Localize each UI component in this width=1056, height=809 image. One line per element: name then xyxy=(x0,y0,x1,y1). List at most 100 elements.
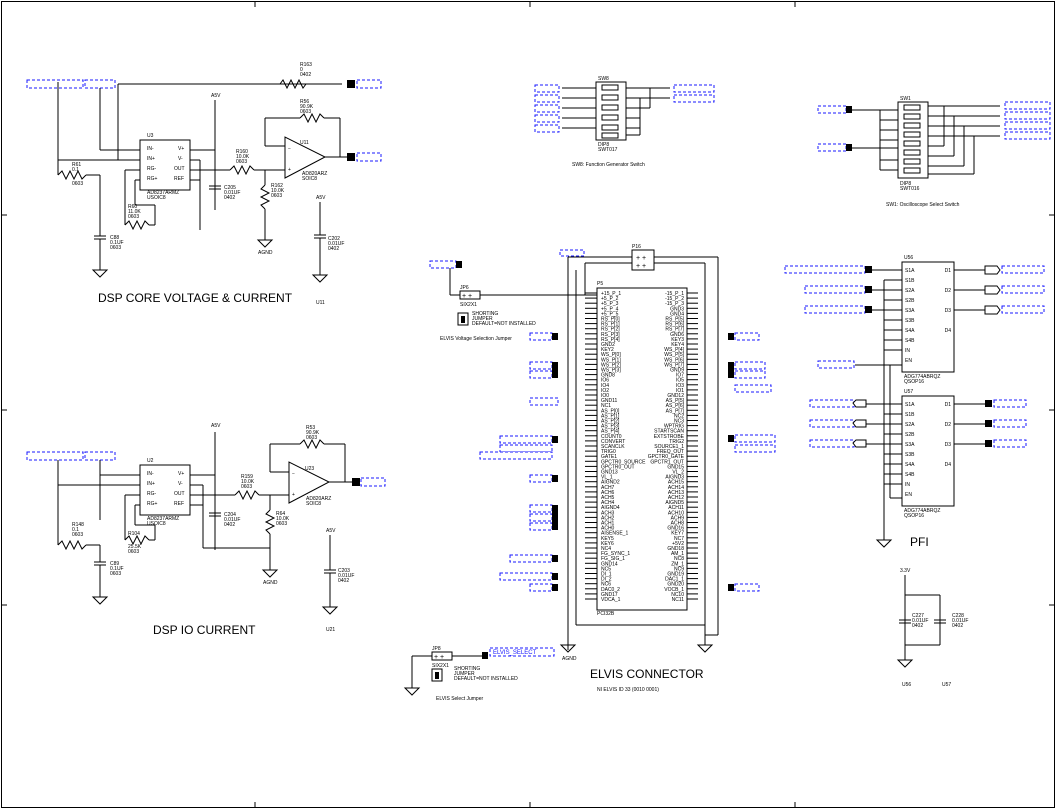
sw1-dip xyxy=(897,101,929,179)
p5-right-pin: GND18 xyxy=(667,546,684,552)
pfi-right-pin: D3 xyxy=(945,442,952,448)
r60-ref: R60 xyxy=(128,204,137,210)
p5-left-pin: AIGND2 xyxy=(601,480,620,486)
u57-part: ADG774ABRQZ xyxy=(904,508,940,514)
gnd-c88 xyxy=(91,269,109,278)
p5-left-pin: RS_P[1] xyxy=(601,322,620,328)
net-flag xyxy=(993,399,1027,408)
p5-left-pin: AS_P[2] xyxy=(601,419,620,425)
p5-left-pin: KEY6 xyxy=(601,541,614,547)
core-u11-ref: U11 xyxy=(316,300,325,306)
r56-val: 90.9K xyxy=(300,104,314,110)
net-flag xyxy=(804,305,866,314)
svg-text:RG-: RG- xyxy=(147,166,157,172)
u23-part: AD820ARZ xyxy=(306,496,331,502)
pfi-left-pin: S2A xyxy=(905,422,915,428)
pfi-left-pin: S3A xyxy=(905,442,915,448)
p5-left-pin: DAC0_2 xyxy=(601,587,620,593)
u23-pkg: SOIC8 xyxy=(306,501,321,507)
elvis-left-nets xyxy=(479,332,559,592)
pfi-title: PFI xyxy=(910,535,929,549)
p5-right-pin: NC8 xyxy=(674,556,684,562)
r53-pkg: 0603 xyxy=(306,435,317,441)
r61-val: 0.1 xyxy=(72,167,79,173)
u11-part: AD820ARZ xyxy=(302,171,327,177)
p5-left-pin: WS_P[0] xyxy=(601,352,621,358)
net-flag xyxy=(1004,111,1051,120)
pfi-right-pin: D4 xyxy=(945,462,952,468)
p5-left-pin: AS_P[0] xyxy=(601,408,620,414)
sw8-part2: SWT017 xyxy=(598,147,618,153)
c88-ref: C88 xyxy=(110,235,119,241)
p5-left-pin: RS_P[2] xyxy=(601,327,620,333)
r159-ref: R159 xyxy=(241,474,253,480)
c204-val: 0.01UF xyxy=(224,517,240,523)
svg-text:+: + xyxy=(288,167,291,173)
net-flag-core-in xyxy=(26,79,84,89)
net-flag xyxy=(673,94,715,103)
pfi-right-pin: D1 xyxy=(945,268,952,274)
net-flag xyxy=(817,105,847,114)
p5-left-pin: ACH5 xyxy=(601,495,615,501)
svg-text:REF: REF xyxy=(174,176,184,182)
pfi-left-pin: S4B xyxy=(905,338,915,344)
p5-right-pin: -15_P_1 xyxy=(665,291,684,297)
net-terminal xyxy=(347,80,355,88)
p5-left-pin: CONVERT xyxy=(601,439,625,445)
net-flag xyxy=(817,143,847,152)
p5-left-pin: GPCTR0_SOURCE xyxy=(601,459,646,465)
net-flag-vcore xyxy=(356,79,382,89)
p5-right-pin: FREQ_OUT xyxy=(657,449,684,455)
u56-pkg: QSOP16 xyxy=(904,379,924,385)
p5-right-pin: NC10 xyxy=(671,592,684,598)
p5-right-pin: KEY3 xyxy=(671,337,684,343)
p5-left-pin: +5_P_4 xyxy=(601,306,619,312)
r60-symbol xyxy=(124,219,150,231)
r56-pkg: 0603 xyxy=(300,109,311,115)
p5-left-pin: +15_P_1 xyxy=(601,291,621,297)
p5-left-pin: AS_P[4] xyxy=(601,429,620,435)
r64-pkg: 0603 xyxy=(276,521,287,527)
net-flag xyxy=(534,84,560,93)
u23-opamp xyxy=(288,461,331,504)
pfi-left-pin: IN xyxy=(905,348,910,354)
r64-val: 10.0K xyxy=(276,516,290,522)
p5-left-pins: +15_P_1+5_P_2+5_P_3+5_P_4+5_P_5RS_P[0]RS… xyxy=(601,291,646,603)
p5-right-pin: AS_P[5] xyxy=(666,398,685,404)
p5-left-pin: TRIG0 xyxy=(601,449,616,455)
p5-left-pin: AS_P[3] xyxy=(601,424,620,430)
p5-right-pin: EXTSTROBE xyxy=(654,434,685,440)
r104-ref: R104 xyxy=(128,531,140,537)
p5-left-pin: COUNT0 xyxy=(601,434,622,440)
p5-right-pin: IO3 xyxy=(676,383,684,389)
p5-left-pin: AS_P[1] xyxy=(601,413,620,419)
p5-left-pin: GND13 xyxy=(601,470,618,476)
svg-text:+ +: + + xyxy=(434,654,444,661)
r64-ref: R64 xyxy=(276,511,285,517)
p5-left-pin: GND11 xyxy=(601,398,618,404)
svg-text:IN-: IN- xyxy=(147,471,154,477)
r159-symbol xyxy=(234,489,260,501)
p5-left-pin: KEY5 xyxy=(601,536,614,542)
pfi-right-pin: D2 xyxy=(945,288,952,294)
elvis-select-label: ELVIS_SELECT xyxy=(493,650,537,656)
p5-left-pin: ACH7 xyxy=(601,485,615,491)
net-flag xyxy=(784,265,866,274)
r104-val: 25.5K xyxy=(128,544,142,550)
r61-pkg: 0603 xyxy=(72,181,83,187)
r60-val: 11.0K xyxy=(128,209,141,215)
gnd-c203 xyxy=(321,606,339,615)
r159-val: 10.0K xyxy=(241,479,255,485)
p5-right-pin: RS_P[5] xyxy=(665,317,684,323)
c202-val: 0.01UF xyxy=(328,241,344,247)
pfi-right-pin: D1 xyxy=(945,402,952,408)
r53-val: 90.9K xyxy=(306,430,320,436)
c89-ref: C89 xyxy=(110,561,119,567)
net-flag xyxy=(809,439,855,448)
svg-text:+ +: + + xyxy=(462,293,472,300)
net-flag xyxy=(429,260,457,269)
u2-ref: U2 xyxy=(147,458,154,464)
net-flag xyxy=(1004,121,1051,130)
net-flag xyxy=(809,419,855,428)
